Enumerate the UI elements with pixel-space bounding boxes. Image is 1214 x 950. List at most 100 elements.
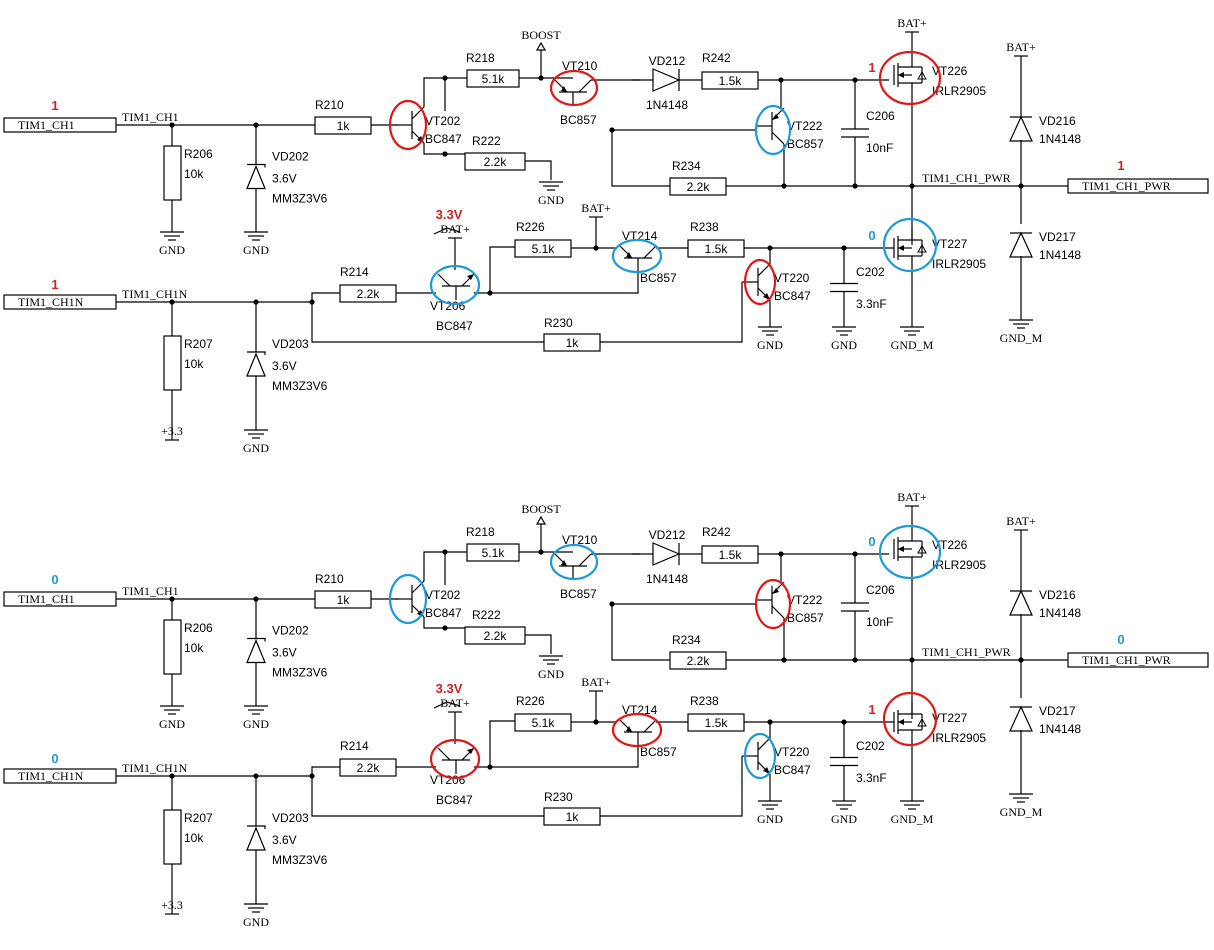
resistor-value: 2.2k [484,629,508,643]
wire [247,637,266,642]
output-tim1-ch1-pwr-label: TIM1_CH1_PWR [1082,179,1171,193]
resistor-ref: R206 [184,621,213,635]
ring-vt220 [743,258,777,306]
rail-3v3: +3.3 [161,424,183,441]
state-vt206-note: 3.3V [436,207,463,222]
resistor-value: 2.2k [687,180,711,194]
resistor-ref: R230 [544,790,573,804]
transistor-ref: VT222 [787,593,823,607]
resistor-body [543,333,601,352]
ground-vt227-label: GND_M [891,812,934,826]
junction-dot [781,657,787,663]
rail-bat-vd216: BAT+ [1006,514,1036,531]
emitter-arrow [467,748,474,754]
mosfet-ref: VT226 [932,538,968,552]
zener-vd202: VD202 3.6V MM3Z3V6 [246,125,328,232]
diode-ref: VD216 [1039,114,1076,128]
state-vt227: 0 [868,228,875,243]
transistor-part: BC847 [774,763,811,777]
ground-vd217-label: GND_M [1000,805,1043,819]
resistor-ref: R207 [184,337,213,351]
emitter-arrow [467,274,474,280]
diode-triangle [652,68,681,92]
transistor-part: BC847 [774,289,811,303]
input-tim1-ch1n: TIM1_CH1N [3,768,117,784]
capacitor-c206: C206 10nF [841,554,895,660]
wire [611,604,670,661]
wire [474,746,639,768]
input-tim1-ch1n-label: TIM1_CH1N [18,295,84,309]
resistor-ref: R242 [702,51,731,65]
wire [898,702,913,715]
mosfet-ref: VT227 [932,711,968,725]
wire [474,272,639,294]
emitter-arrow [626,252,632,258]
emitter-arrow [763,293,770,300]
resistor-value: 1.5k [705,242,729,256]
gate-arrow [898,245,904,251]
resistor-value: 1k [337,119,351,133]
net-tim1-ch1: TIM1_CH1 [122,110,179,124]
boost-arrow-icon [535,41,547,51]
resistor-body [543,807,601,826]
zener-part: MM3Z3V6 [272,192,328,206]
wire [643,245,657,259]
resistor-ref: R238 [690,694,719,708]
resistor-r210: 1k R210 [314,98,372,135]
zener-value: 3.6V [272,172,297,186]
rail-3v3: +3.3 [161,898,183,915]
ground-vd202-label: GND [243,243,269,257]
ground-c202-label: GND [831,812,857,826]
wire [437,273,451,287]
output-tim1-ch1-pwr-box [1067,178,1209,194]
zener-part: MM3Z3V6 [272,379,328,393]
ground-vd202-label: GND [243,717,269,731]
ring-vt214 [611,238,663,274]
wire [771,131,785,145]
emitter-arrow [772,114,779,120]
boost-arrow-icon [535,515,547,525]
ground-vd203: GND [243,429,269,455]
diode-part: 1N4148 [1039,606,1081,620]
ground-r206-label: GND [159,243,185,257]
wire [423,617,465,629]
rail-bat-vd216-label: BAT+ [1006,514,1036,528]
diode-ref: VD216 [1039,588,1076,602]
capacitor-value: 10nF [866,615,893,629]
wire [898,529,913,542]
wire [311,776,544,817]
diode-triangle [1009,231,1033,258]
resistor-ref: R226 [516,694,545,708]
resistor-value: 2.2k [484,155,508,169]
emitter-arrow [772,588,779,594]
wire [247,163,266,168]
emitter-arrow [561,560,567,566]
ground-vt220: GND [757,800,783,826]
zener-ref: VD202 [272,150,309,164]
state-ch1n: 0 [51,751,58,766]
input-tim1-ch1: TIM1_CH1 [3,117,117,133]
transistor-part: BC857 [787,611,824,625]
transistor-part: BC857 [560,587,597,601]
wire [600,756,743,817]
ground-vd217: GND_M [1000,793,1043,819]
junction-dot [442,625,448,631]
resistor-ref: R210 [315,98,344,112]
zener-ref: VD203 [272,811,309,825]
resistor-value: 5.1k [482,72,506,86]
gate-arrow [898,719,904,725]
ground-vt227: GND_M [891,800,934,826]
capacitor-ref: C206 [866,583,895,597]
